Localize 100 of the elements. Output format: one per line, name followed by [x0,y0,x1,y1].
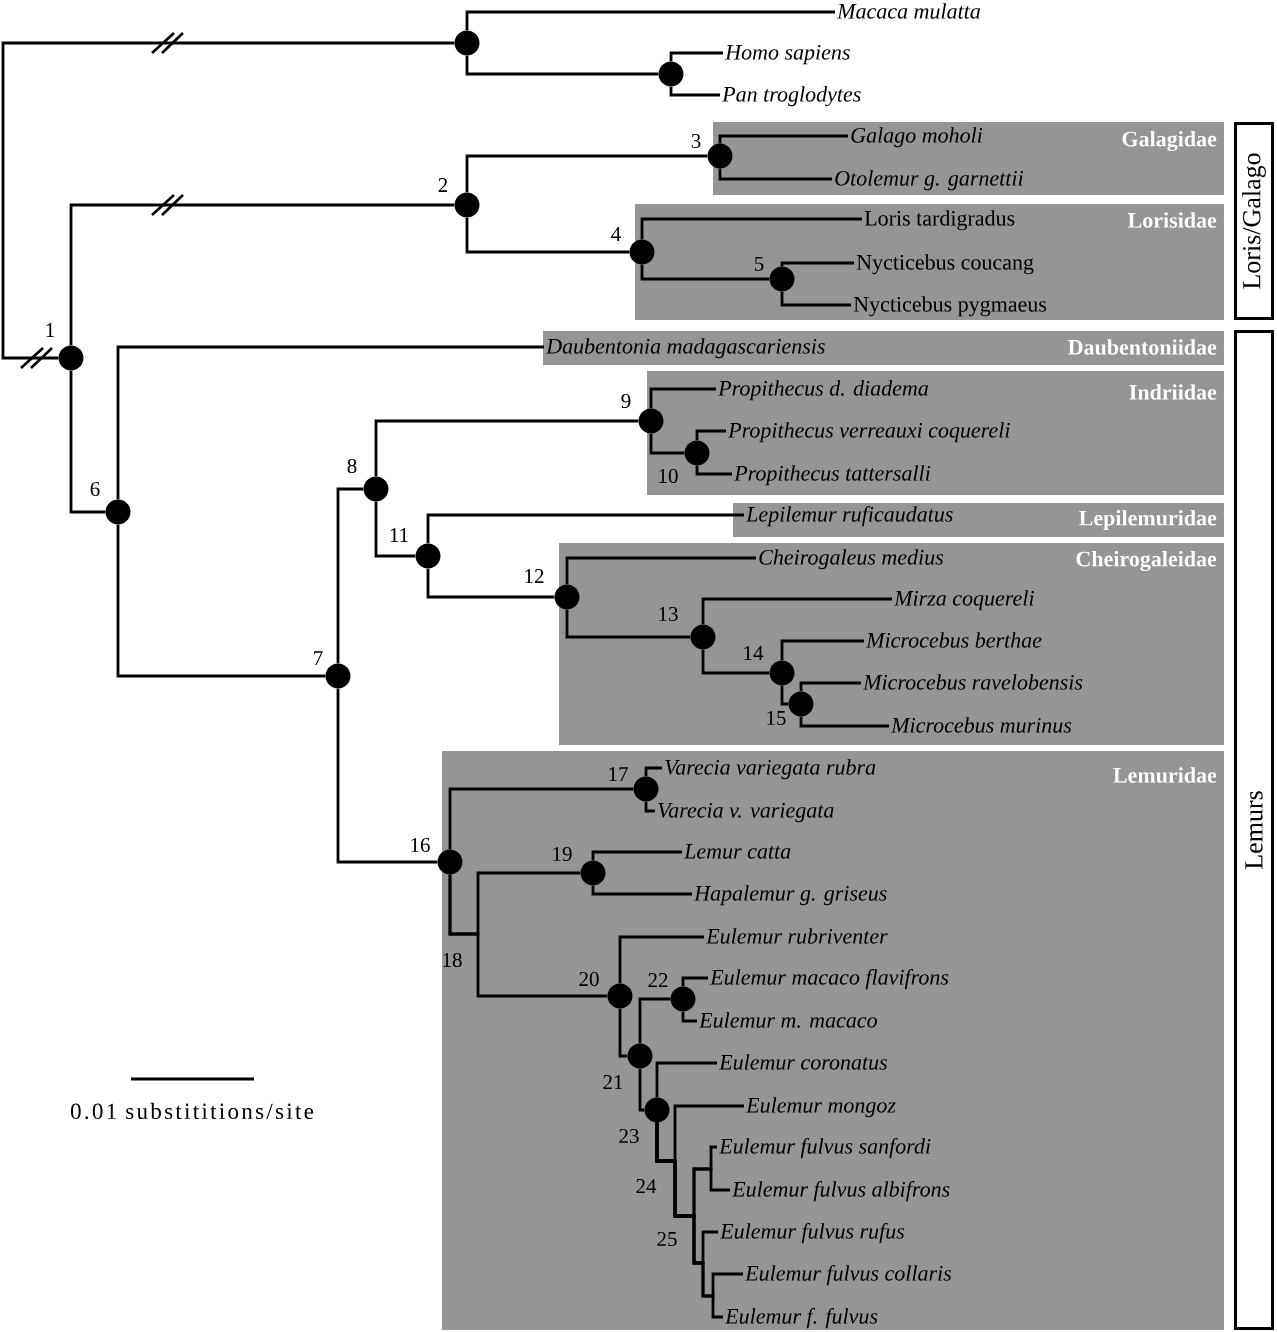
node-number: 2 [438,178,448,192]
species-label: Homo sapiens [724,44,850,65]
branch-line [374,419,639,477]
branch-line [116,524,326,678]
species-label: Eulemur rubriventer [705,928,888,944]
node-dot [105,499,131,525]
species-label: Propithecus verreauxi coquereli [728,422,1010,443]
species-label: Hapalemur g. griseus [693,885,887,906]
branch-line [374,501,416,558]
node-dot [788,691,814,717]
node-number: 20 [579,971,599,987]
branch-line [695,429,726,441]
node-dot [454,30,480,56]
branch-line [701,649,770,675]
node-number: 7 [314,651,323,665]
node-number: 9 [621,393,631,409]
species-label: Propithecus tattersalli [734,465,931,486]
species-label: Macaca mulatta [836,3,980,19]
species-label: Eulemur macaco flavifrons [709,969,949,990]
node-dot [437,849,463,875]
node-dot [554,584,580,610]
species-label: Eulemur fulvus collaris [744,1265,952,1286]
node-dot [363,476,389,502]
species-label: Varecia variegata rubra [665,759,876,780]
branch-line [465,154,708,193]
node-dot [769,266,795,292]
node-number: 25 [657,1231,677,1247]
branch-line [69,370,106,514]
branch-line [681,1011,697,1023]
species-label: Eulemur fulvus albifrons [731,1181,950,1202]
node-dot [644,1097,670,1123]
branch-line [638,997,671,1044]
branch-line [780,639,864,661]
node-dot [607,983,633,1009]
branch-line [638,1068,645,1112]
branch-line [565,609,691,639]
species-label: Microcebus murinus [890,717,1072,733]
node-dot [684,440,710,466]
species-label: Pan troglodytes [722,86,861,107]
branch-line [69,203,455,346]
scale-label: 0.01 substititions/site [70,1102,314,1120]
branch-line [465,55,659,76]
branch-line [465,217,630,254]
branch-line [336,688,438,864]
branch-line [655,1061,717,1098]
branch-line [640,264,770,281]
node-number: 18 [443,952,462,968]
branch-line [426,513,744,544]
node-number: 16 [411,837,430,853]
species-label: Nycticebus coucang [856,254,1034,275]
node-number: 10 [659,468,678,484]
branch-line [799,681,861,692]
species-label: Eulemur fulvus rufus [719,1223,905,1244]
branch-line [565,556,756,585]
node-dot [325,663,351,689]
node-number: 15 [767,710,786,726]
node-number: 12 [525,569,544,583]
node-number: 17 [609,767,628,781]
branch-line [681,976,708,987]
branch-line [695,465,732,476]
node-dot [627,1043,653,1069]
branch-line [649,387,716,409]
node-dot [658,61,684,87]
species-label: Eulemur f. fulvus [724,1308,878,1329]
node-number: 5 [755,257,764,271]
species-label: Varecia v. variegata [658,802,834,823]
branch-line [780,261,854,267]
species-label: Microcebus ravelobensis [862,674,1083,690]
node-dot [58,345,84,371]
node-number: 4 [611,227,621,241]
node-dot [690,624,716,650]
node-dot [629,239,655,265]
node-number: 1 [46,323,54,337]
branch-line [644,801,655,813]
branch-line [1,41,455,360]
branch-line [669,51,723,62]
species-label: Lepilemur ruficaudatus [745,506,953,527]
group-bracket: Loris/Galago [1234,122,1274,320]
branch-line [649,433,685,455]
branch-line [718,168,832,181]
branch-line [640,217,862,240]
branch-line [618,1008,628,1058]
branch-line [799,716,889,728]
species-label: Loris tardigradus [864,210,1015,231]
branch-line [465,10,835,31]
species-label: Propithecus d. diadema [718,380,928,401]
node-dot [707,143,733,169]
branch-line [644,766,662,777]
branch-line [336,487,364,664]
species-label: Otolemur g. garnettii [835,170,1023,191]
species-label: Galago moholi [851,127,983,148]
node-number: 8 [347,458,357,474]
branch-line [591,850,682,861]
node-number: 19 [553,846,572,862]
branch-line [426,568,555,599]
node-dot [415,543,441,569]
branch-line [618,935,704,984]
node-number: 11 [390,528,408,542]
branch-line [448,874,608,998]
branch-line [655,1122,723,1319]
